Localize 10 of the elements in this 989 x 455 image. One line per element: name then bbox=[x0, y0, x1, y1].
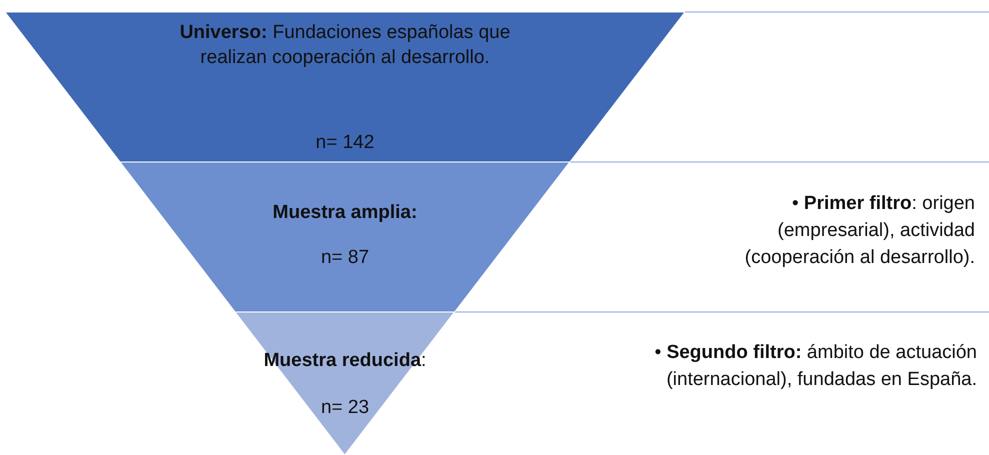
band-label: Muestra amplia: bbox=[272, 201, 418, 225]
band-label: Universo: Fundaciones españolas que realizan cooperación al desarrollo. bbox=[178, 21, 512, 70]
filter-note: • Primer filtro: origen (empresarial), actividad (cooperación al desarrollo). bbox=[744, 192, 975, 270]
count-label: n= 87 bbox=[320, 246, 370, 270]
band-label: Muestra reducida: bbox=[262, 349, 428, 373]
count-label: n= 142 bbox=[314, 131, 376, 155]
funnel-band bbox=[5, 12, 685, 162]
funnel-band bbox=[120, 162, 570, 312]
count-label: n= 23 bbox=[320, 396, 370, 420]
filter-note: • Segundo filtro: ámbito de actuación (internacional), fundadas en España. bbox=[654, 341, 977, 392]
